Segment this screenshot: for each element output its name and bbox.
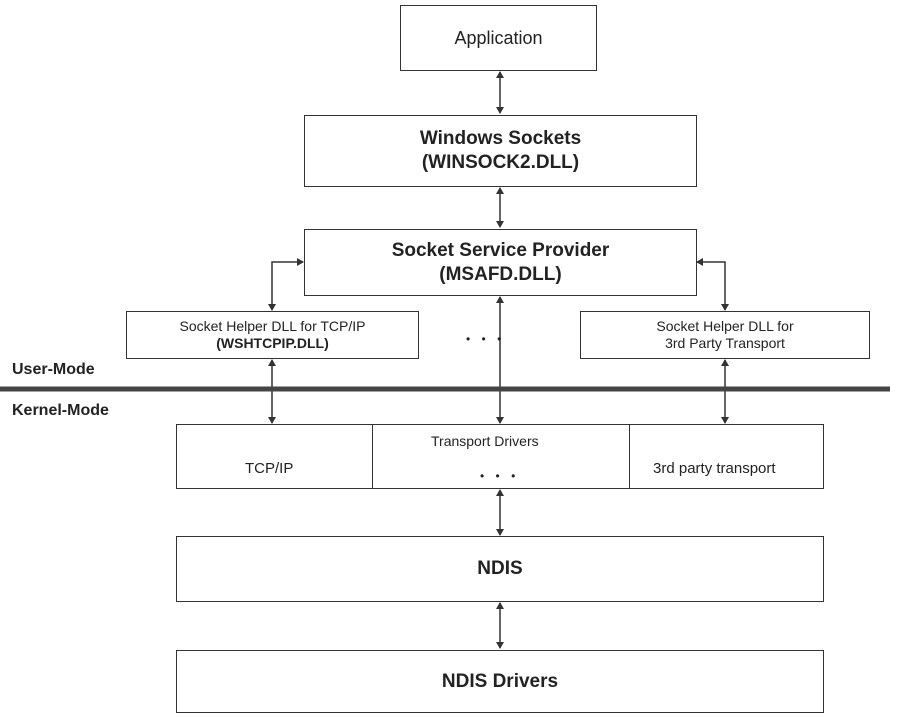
- helper-tcpip-title: Socket Helper DLL for TCP/IP: [179, 317, 366, 334]
- transport-ellipsis: • • •: [480, 469, 520, 483]
- helper-tcpip-box: Socket Helper DLL for TCP/IP (WSHTCPIP.D…: [126, 311, 419, 359]
- ssp-title: Socket Service Provider: [391, 239, 610, 261]
- helper-3rd-line2: 3rd Party Transport: [665, 335, 785, 351]
- arrow-ssp-helper-tcpip: [268, 258, 304, 311]
- transport-cell-tcpip: TCP/IP: [177, 425, 373, 488]
- transport-tcpip-label: TCP/IP: [245, 460, 294, 477]
- helper-3rd-box: Socket Helper DLL for 3rd Party Transpor…: [580, 311, 870, 359]
- application-label: Application: [454, 27, 543, 48]
- winsock-title: Windows Sockets: [419, 128, 582, 150]
- ndis-box: NDIS: [176, 536, 824, 602]
- helper-ellipsis: • • •: [466, 332, 506, 346]
- winsock-box: Windows Sockets (WINSOCK2.DLL): [304, 115, 697, 187]
- ndis-label: NDIS: [477, 558, 523, 580]
- transport-drivers-box: TCP/IP Transport Drivers • • • 3rd party…: [176, 424, 824, 489]
- transport-title: Transport Drivers: [431, 433, 539, 449]
- arrow-ssp-helper-3rd: [696, 258, 729, 311]
- application-box: Application: [400, 5, 597, 71]
- ndis-drivers-label: NDIS Drivers: [441, 670, 559, 692]
- helper-tcpip-dll: (WSHTCPIP.DLL): [216, 335, 329, 351]
- ssp-box: Socket Service Provider (MSAFD.DLL): [304, 229, 697, 296]
- kernel-mode-label: Kernel-Mode: [12, 402, 109, 419]
- user-mode-label: User-Mode: [12, 361, 95, 378]
- transport-3rd-label: 3rd party transport: [653, 460, 776, 477]
- ndis-drivers-box: NDIS Drivers: [176, 650, 824, 713]
- helper-3rd-line1: Socket Helper DLL for: [656, 317, 794, 334]
- winsock-dll: (WINSOCK2.DLL): [421, 152, 580, 173]
- transport-cell-center: Transport Drivers • • •: [373, 425, 630, 488]
- ssp-dll: (MSAFD.DLL): [439, 263, 562, 285]
- transport-cell-3rd: 3rd party transport: [630, 425, 823, 488]
